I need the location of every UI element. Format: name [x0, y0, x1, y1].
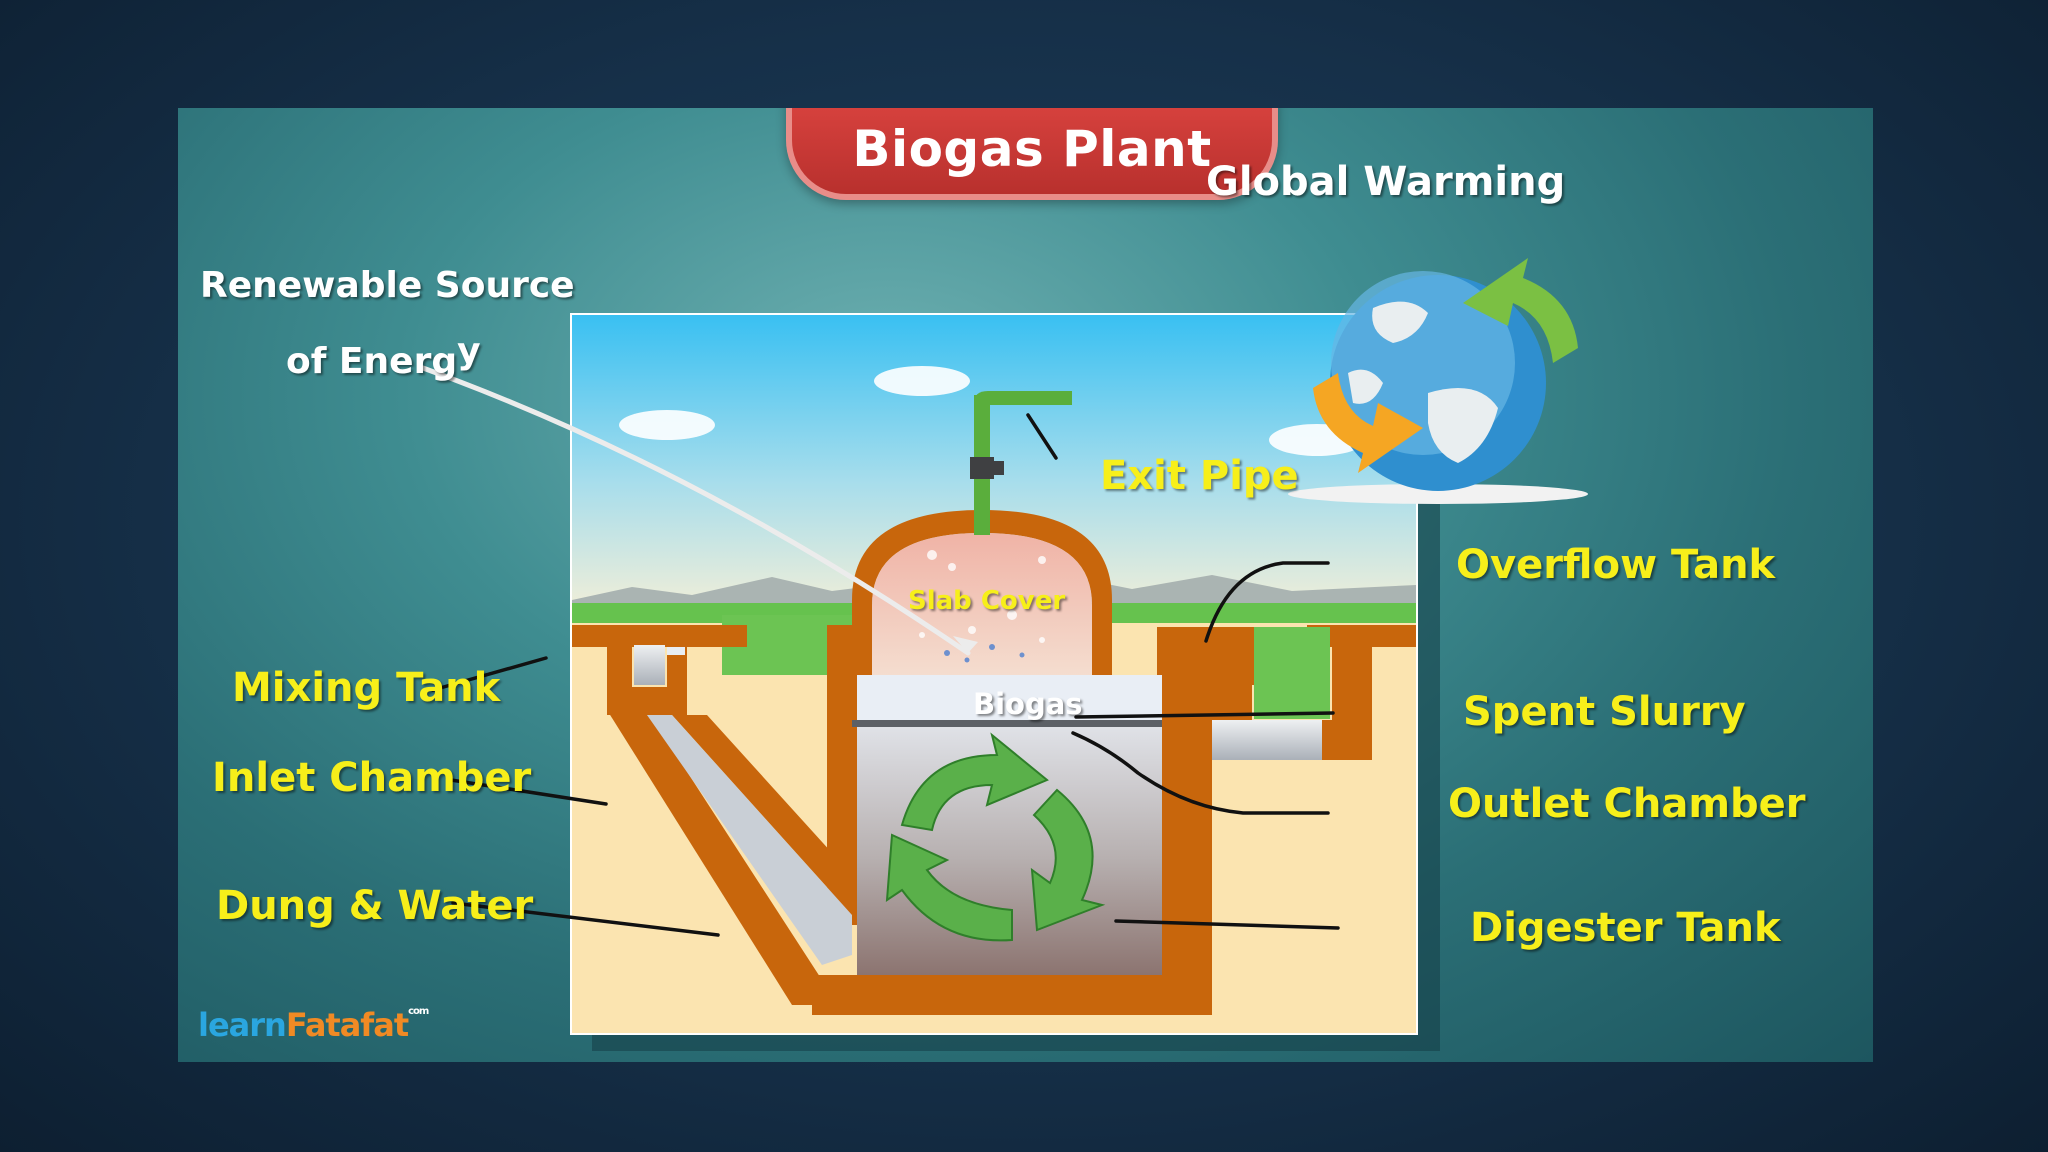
slab-cover-label: Slab Cover — [908, 586, 1066, 616]
spent-slurry-fluid — [1212, 720, 1322, 760]
spent-slurry-label: Spent Slurry — [1463, 689, 1746, 735]
leader-lines-overlay — [420, 258, 1588, 937]
mixing-tank-fluid — [634, 645, 665, 685]
renewable-energy-text: of Energ — [286, 341, 458, 382]
digester-tank-label: Digester Tank — [1470, 905, 1781, 951]
biogas-label: Biogas — [973, 687, 1083, 721]
inlet-chamber-label: Inlet Chamber — [212, 755, 532, 801]
learnfatafat-logo: learnFatafatcom — [198, 1006, 429, 1044]
slide-panel: Biogas Plant — [178, 108, 1873, 1062]
slab-line — [852, 720, 1162, 727]
page-title: Biogas Plant — [852, 120, 1212, 178]
exit-pipe-label: Exit Pipe — [1100, 453, 1299, 499]
renewable-source-label: Renewable Source — [200, 265, 575, 306]
title-banner: Biogas Plant — [786, 108, 1278, 200]
overflow-tank-fill — [1254, 627, 1330, 719]
leader-lines — [431, 413, 1340, 937]
overflow-tank-label: Overflow Tank — [1456, 542, 1776, 588]
renewable-arrow — [420, 365, 978, 656]
dome-gas-space — [872, 533, 1092, 675]
renewable-energy-y: y — [457, 331, 481, 372]
dung-water-label: Dung & Water — [216, 883, 534, 929]
exit-pipe-graphic — [970, 391, 1072, 535]
renewable-of-energy-label: of Energy — [286, 334, 481, 382]
global-warming-label: Global Warming — [1206, 159, 1566, 205]
outlet-chamber-label: Outlet Chamber — [1448, 781, 1806, 827]
inlet-channel — [647, 715, 852, 965]
recycle-icon — [885, 732, 1106, 942]
globe-icon — [1288, 258, 1588, 504]
mixing-tank-label: Mixing Tank — [232, 665, 501, 711]
